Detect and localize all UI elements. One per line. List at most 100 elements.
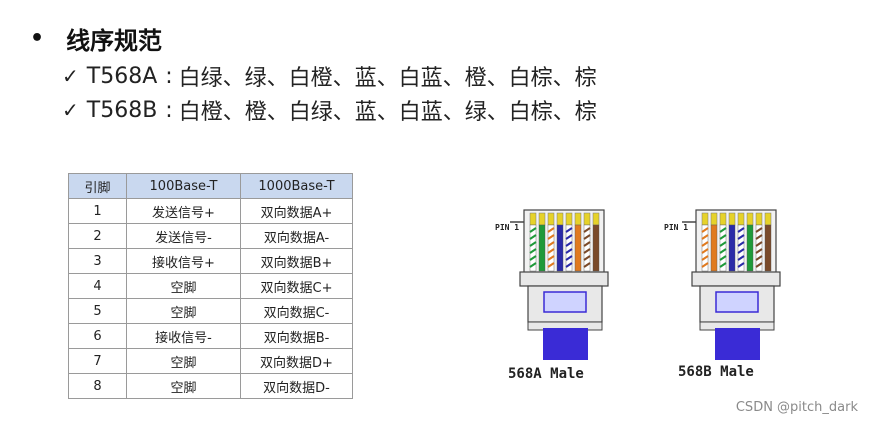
pin-cell: 2 (68, 223, 127, 249)
column-header-1000base-t: 1000Base-T (240, 173, 353, 199)
check-icon: ✓ (62, 98, 79, 122)
wire-stripe (583, 241, 591, 247)
wire-white-blue (737, 224, 745, 272)
contact-pin (764, 212, 772, 226)
wire-orange (710, 224, 718, 272)
pin1-label: PIN 1 (495, 223, 520, 232)
plug-label: 568A Male (508, 366, 584, 382)
section-heading: • 线序规范 (30, 18, 162, 58)
wire-white-brown (755, 224, 763, 272)
wire-stripe (565, 262, 573, 268)
rj45-plug-icon (510, 209, 609, 360)
pin-cell: 8 (68, 373, 127, 399)
wire-stripe (583, 262, 591, 268)
wire-stripe (719, 255, 727, 261)
wire-stripe (547, 262, 555, 268)
wire-blue (556, 224, 564, 272)
signal-1000-cell: 双向数据B+ (240, 248, 353, 274)
colon: : (165, 63, 173, 89)
wire-stripe (719, 234, 727, 240)
t568a-line: ✓ T568A : 白绿、绿、白橙、蓝、白蓝、橙、白棕、棕 (62, 60, 597, 92)
wire-stripe (737, 241, 745, 247)
signal-1000-cell: 双向数据D+ (240, 348, 353, 374)
wire-stripe (755, 262, 763, 268)
wire-stripe (583, 234, 591, 240)
wire-stripe (547, 248, 555, 254)
pin-cell: 7 (68, 348, 127, 374)
wire-blue (728, 224, 736, 272)
signal-100-cell: 接收信号+ (126, 248, 241, 274)
wire-brown (764, 224, 772, 272)
section-title: 线序规范 (66, 26, 163, 55)
wire-stripe (701, 241, 709, 247)
wire-stripe (565, 234, 573, 240)
wire-stripe (529, 227, 537, 233)
bullet-icon: • (30, 25, 45, 51)
pin-cell: 1 (68, 198, 127, 224)
contact-pin (592, 212, 600, 226)
signal-1000-cell: 双向数据A- (240, 223, 353, 249)
wire-stripe (755, 255, 763, 261)
wire-orange (574, 224, 582, 272)
wire-stripe (737, 262, 745, 268)
wire-stripe (547, 241, 555, 247)
wire-stripe (755, 248, 763, 254)
wire-stripe (565, 255, 573, 261)
signal-100-cell: 空脚 (126, 373, 241, 399)
contact-pin (538, 212, 546, 226)
wire-stripe (701, 248, 709, 254)
rj45-plug-icon (682, 209, 781, 360)
column-header-100base-t: 100Base-T (126, 173, 241, 199)
wire-group (701, 212, 772, 272)
wire-stripe (755, 227, 763, 233)
contact-pin (583, 212, 591, 226)
wire-white-green (719, 224, 727, 272)
signal-100-cell: 空脚 (126, 348, 241, 374)
wire-stripe (529, 262, 537, 268)
signal-100-cell: 空脚 (126, 273, 241, 299)
signal-1000-cell: 双向数据D- (240, 373, 353, 399)
column-header-pin: 引脚 (68, 173, 127, 199)
wire-white-brown (583, 224, 591, 272)
standard-name: T568A (86, 63, 158, 89)
wire-stripe (737, 248, 745, 254)
wire-stripe (547, 234, 555, 240)
plug-568a: PIN 1 568A Male (488, 200, 618, 382)
wire-stripe (583, 248, 591, 254)
wire-stripe (529, 255, 537, 261)
wire-stripe (755, 234, 763, 240)
signal-1000-cell: 双向数据C+ (240, 273, 353, 299)
wire-stripe (529, 234, 537, 240)
wire-stripe (737, 255, 745, 261)
wire-stripe (701, 255, 709, 261)
wire-white-blue (565, 224, 573, 272)
signal-100-cell: 接收信号- (126, 323, 241, 349)
contact-pin (547, 212, 555, 226)
signal-100-cell: 发送信号+ (126, 198, 241, 224)
pin-cell: 3 (68, 248, 127, 274)
wire-stripe (547, 227, 555, 233)
wire-green (746, 224, 754, 272)
watermark: CSDN @pitch_dark (735, 400, 858, 415)
wire-stripe (719, 248, 727, 254)
wire-stripe (565, 248, 573, 254)
pin-cell: 6 (68, 323, 127, 349)
contact-pin (574, 212, 582, 226)
t568b-line: ✓ T568B : 白橙、橙、白绿、蓝、白蓝、绿、白棕、棕 (62, 94, 597, 126)
wire-stripe (737, 234, 745, 240)
contact-pin (746, 212, 754, 226)
contact-pin (737, 212, 745, 226)
wire-stripe (719, 241, 727, 247)
signal-1000-cell: 双向数据C- (240, 298, 353, 324)
contact-pin (719, 212, 727, 226)
pin-cell: 5 (68, 298, 127, 324)
contact-pin (710, 212, 718, 226)
contact-pin (556, 212, 564, 226)
